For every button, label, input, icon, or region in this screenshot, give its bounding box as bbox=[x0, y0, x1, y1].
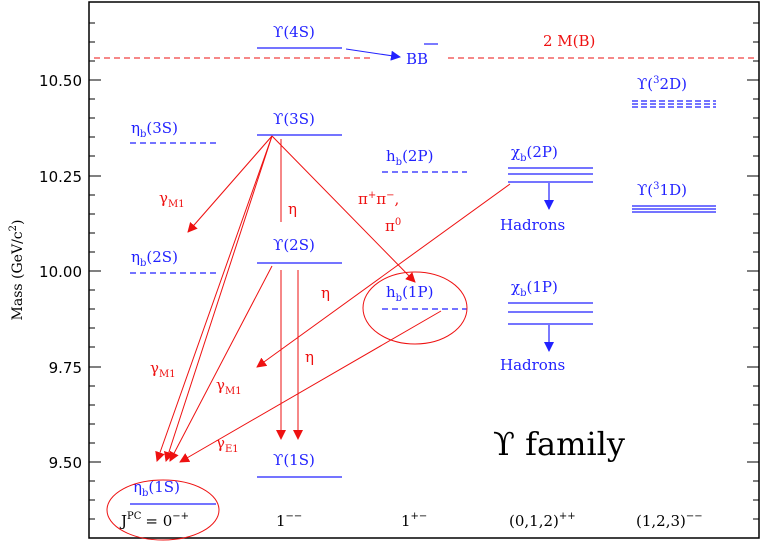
label-gamma-m1-c: γM1 bbox=[216, 376, 242, 397]
circle-hb-1p bbox=[362, 271, 468, 345]
trans-3s-to-etab1s-b bbox=[164, 135, 273, 462]
label-upsilon-1s: ϒ(1S) bbox=[273, 451, 315, 469]
label-pipi: π+π−, bbox=[358, 190, 399, 208]
label-gamma-e1: γE1 bbox=[216, 434, 239, 455]
label-bb: BB bbox=[406, 50, 428, 68]
label-hadrons-1p: Hadrons bbox=[500, 356, 565, 374]
label-etab-3s: ηb(3S) bbox=[131, 119, 178, 140]
label-eta-c: η bbox=[305, 348, 314, 366]
arrow-4s-to-bb bbox=[345, 48, 401, 61]
tick-label-950: 9.50 bbox=[49, 454, 82, 472]
jpc-first: JPC= 0−+ bbox=[119, 511, 189, 530]
plot-frame bbox=[88, 1, 760, 539]
label-pi0: π0 bbox=[385, 217, 401, 235]
transitions bbox=[155, 135, 511, 463]
label-upsilon-3s: ϒ(3S) bbox=[273, 110, 315, 128]
y-axis-label: Mass (GeV/c2) bbox=[8, 220, 26, 321]
y-axis-ticks bbox=[89, 22, 759, 520]
label-chib-1p: χb(1P) bbox=[511, 278, 558, 299]
trans-3s-to-etab1s-a bbox=[155, 135, 273, 462]
label-upsilon-4s: ϒ(4S) bbox=[273, 23, 315, 41]
label-gamma-m1-b: γM1 bbox=[150, 359, 176, 380]
tick-label-975: 9.75 bbox=[49, 359, 82, 377]
jpc-col4: (0,1,2)++ bbox=[509, 511, 576, 530]
trans-3s-to-hb1p bbox=[271, 135, 416, 283]
trans-hb1p-to-etab1s bbox=[179, 310, 442, 463]
family-label: ϒ family bbox=[493, 425, 625, 463]
label-upsilon-31d: ϒ(31D) bbox=[637, 181, 687, 199]
label-upsilon-32d: ϒ(32D) bbox=[637, 75, 687, 93]
jpc-col2: 1−− bbox=[276, 511, 302, 530]
label-etab-2s: ηb(2S) bbox=[131, 248, 178, 269]
label-chib-2p: χb(2P) bbox=[511, 143, 558, 164]
label-hadrons-2p: Hadrons bbox=[500, 216, 565, 234]
jpc-col3: 1+− bbox=[401, 511, 427, 530]
label-etab-1s: ηb(1S) bbox=[133, 478, 180, 499]
jpc-col5: (1,2,3)−− bbox=[636, 511, 703, 530]
label-hb-2p: hb(2P) bbox=[386, 147, 433, 168]
label-gamma-m1-a: γM1 bbox=[159, 189, 185, 210]
tick-label-1000: 10.00 bbox=[39, 263, 82, 281]
trans-2s-to-etab1s bbox=[169, 265, 273, 462]
tick-label-1050: 10.50 bbox=[39, 72, 82, 90]
label-upsilon-2s: ϒ(2S) bbox=[273, 236, 315, 254]
label-eta-b: η bbox=[321, 284, 330, 302]
label-hb-1p: hb(1P) bbox=[386, 283, 433, 304]
label-eta-a: η bbox=[288, 200, 297, 218]
circle-etab-1s bbox=[106, 479, 220, 541]
trans-3s-to-etab2s bbox=[187, 135, 273, 233]
tick-label-1025: 10.25 bbox=[39, 168, 82, 186]
threshold-label: 2 M(B) bbox=[543, 32, 595, 50]
trans-chib2p-to-etab2s bbox=[256, 183, 511, 368]
